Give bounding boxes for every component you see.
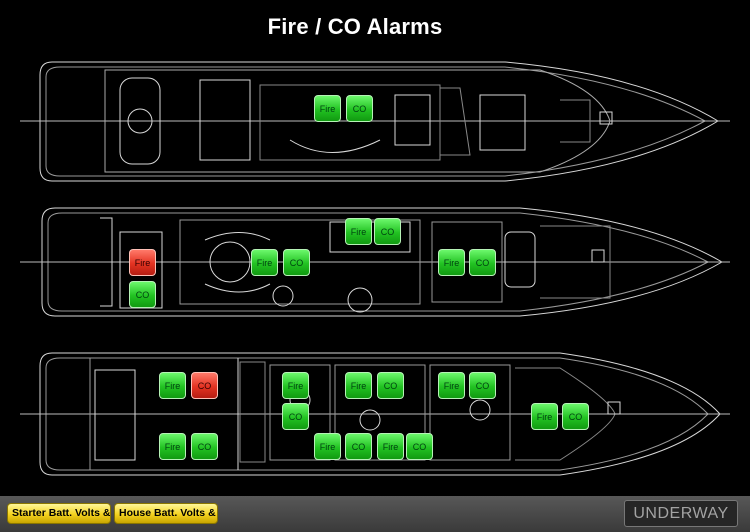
lower-deck-co-alarm-button[interactable]: CO: [469, 372, 496, 399]
lower-deck-fire-alarm-button[interactable]: Fire: [377, 433, 404, 460]
lower-deck-fire-alarm-button[interactable]: Fire: [531, 403, 558, 430]
status-indicator: UNDERWAY: [624, 500, 738, 527]
lower-deck-fire-alarm-button[interactable]: Fire: [438, 372, 465, 399]
main-deck-fire-alarm-button[interactable]: Fire: [438, 249, 465, 276]
main-deck-co-alarm-button[interactable]: CO: [469, 249, 496, 276]
upper-deck-fire-alarm-button[interactable]: Fire: [314, 95, 341, 122]
lower-deck-fire-alarm-button[interactable]: Fire: [345, 372, 372, 399]
lower-deck-co-alarm-button[interactable]: CO: [562, 403, 589, 430]
lower-deck-co-alarm-button[interactable]: CO: [191, 372, 218, 399]
main-deck-co-alarm-button[interactable]: CO: [283, 249, 310, 276]
lower-deck-fire-alarm-button[interactable]: Fire: [314, 433, 341, 460]
main-deck-co-alarm-button[interactable]: CO: [129, 281, 156, 308]
page-title: Fire / CO Alarms: [267, 14, 443, 39]
lower-deck-co-alarm-button[interactable]: CO: [406, 433, 433, 460]
deck-plans: [20, 61, 730, 476]
lower-deck-co-alarm-button[interactable]: CO: [377, 372, 404, 399]
main-deck-fire-alarm-button[interactable]: Fire: [251, 249, 278, 276]
lower-deck-co-alarm-button[interactable]: CO: [345, 433, 372, 460]
upper-deck-plan: [20, 61, 730, 182]
lower-deck-fire-alarm-button[interactable]: Fire: [282, 372, 309, 399]
lower-deck-fire-alarm-button[interactable]: Fire: [159, 372, 186, 399]
lower-deck-co-alarm-button[interactable]: CO: [191, 433, 218, 460]
main-deck-co-alarm-button[interactable]: CO: [374, 218, 401, 245]
lower-deck-fire-alarm-button[interactable]: Fire: [159, 433, 186, 460]
upper-deck-co-alarm-button[interactable]: CO: [346, 95, 373, 122]
house-battery-volts-button[interactable]: House Batt. Volts &: [114, 503, 218, 524]
starter-battery-volts-button[interactable]: Starter Batt. Volts &: [7, 503, 111, 524]
lower-deck-co-alarm-button[interactable]: CO: [282, 403, 309, 430]
main-deck-fire-alarm-button[interactable]: Fire: [129, 249, 156, 276]
main-deck-fire-alarm-button[interactable]: Fire: [345, 218, 372, 245]
lower-deck-plan: [20, 352, 730, 476]
